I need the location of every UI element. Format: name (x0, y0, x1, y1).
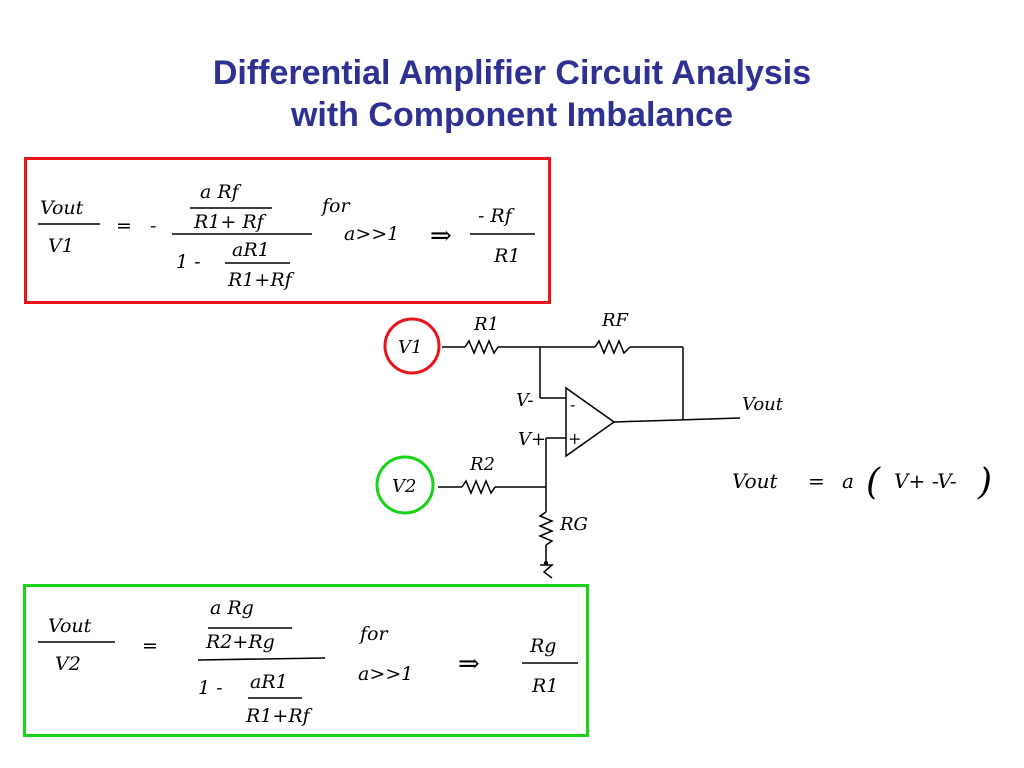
v1-equation-box (24, 157, 551, 304)
slide-title: Differential Amplifier Circuit Analysis … (0, 52, 1024, 136)
rg-label: RG (559, 514, 588, 535)
rg-resistor (538, 511, 554, 546)
gain-close-paren: ) (977, 462, 992, 503)
v-minus-label: V- (516, 390, 533, 411)
r1-resistor (464, 339, 499, 355)
title-line-1: Differential Amplifier Circuit Analysis (212, 54, 812, 92)
r1-label: R1 (473, 314, 499, 335)
gain-a: a (842, 469, 854, 493)
gain-open-paren: ( (866, 462, 881, 503)
title-line-2: with Component Imbalance (290, 96, 734, 134)
ground-symbol (540, 564, 554, 579)
r2-label: R2 (469, 454, 495, 475)
rf-label: RF (601, 310, 630, 331)
v2-equation-box (23, 584, 589, 737)
v2-label: V2 (392, 476, 416, 497)
r2-resistor (461, 479, 496, 495)
op-amp-minus: - (570, 395, 575, 414)
gain-lhs: Vout (732, 469, 779, 493)
gain-equals: = (808, 469, 825, 493)
v-plus-label: V+ (518, 429, 546, 450)
op-amp-triangle (565, 386, 616, 458)
gain-v-plus: V+ (894, 469, 925, 493)
v2-highlight-circle (375, 455, 435, 515)
v1-label: V1 (398, 337, 422, 358)
vout-label: Vout (742, 394, 784, 415)
v1-highlight-circle (383, 317, 441, 375)
gain-v-minus: -V- (932, 469, 957, 493)
rf-resistor (594, 339, 631, 355)
op-amp-plus: + (568, 429, 581, 448)
